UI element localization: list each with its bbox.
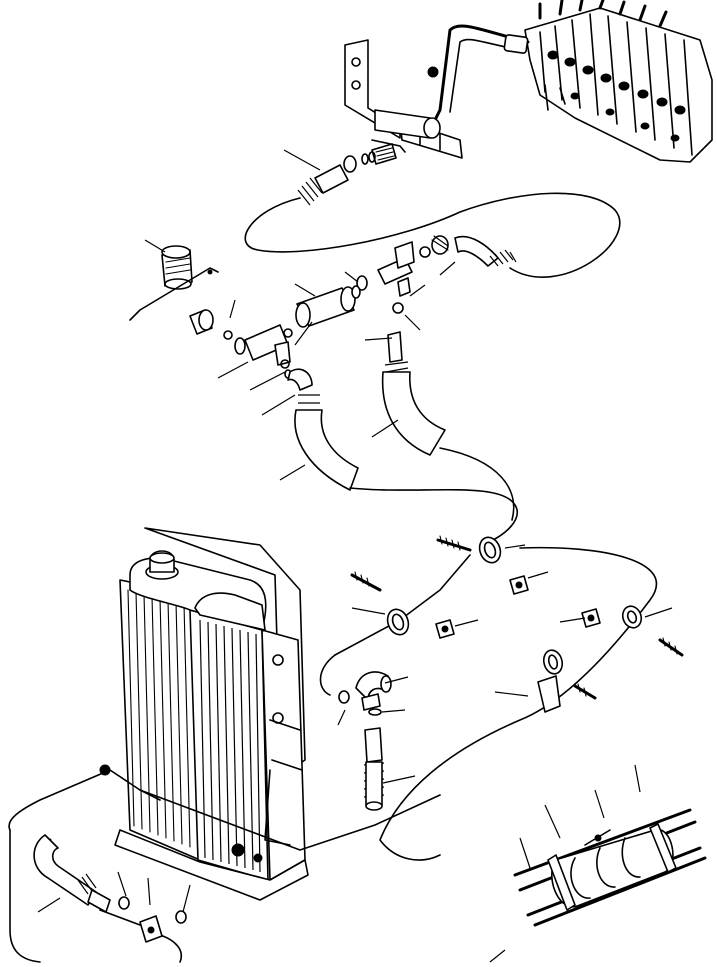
radiator-oil-cooler — [99, 527, 309, 901]
tee-fittings — [223, 241, 415, 369]
tank-fittings — [99, 909, 163, 943]
hose-clamps — [386, 536, 643, 713]
elbow-fitting — [419, 235, 517, 267]
leader-lines — [37, 149, 673, 963]
lower-hose — [33, 671, 392, 913]
hydraulic-tank — [8, 769, 441, 963]
flexible-return-hoses — [287, 331, 658, 861]
breather-cap — [129, 245, 219, 321]
control-valve-block — [524, 0, 713, 163]
bundle-clamp-detail — [513, 808, 707, 927]
bolts-and-nuts — [350, 535, 684, 700]
upper-hydraulic-hose — [244, 143, 621, 278]
mounting-bracket — [344, 24, 530, 159]
straight-adapter — [189, 285, 361, 335]
